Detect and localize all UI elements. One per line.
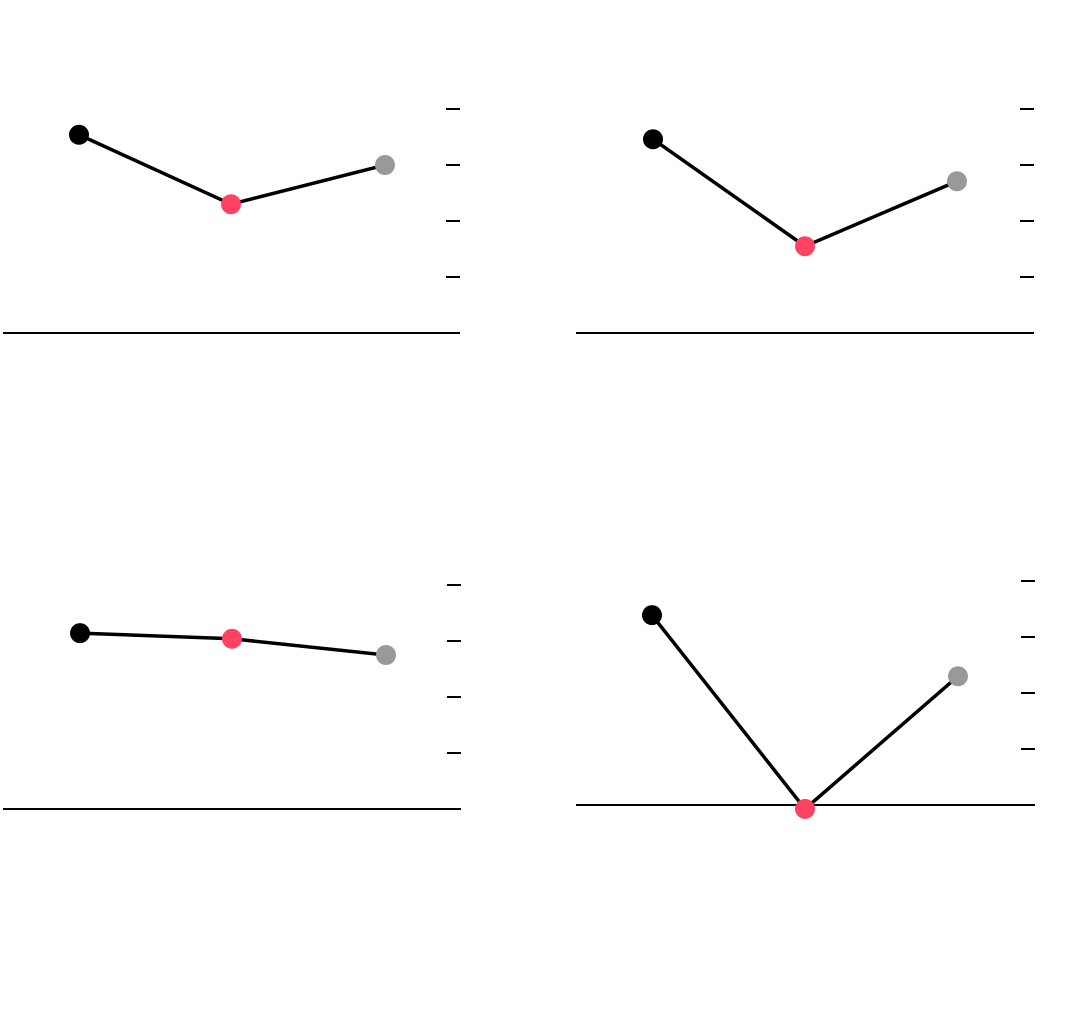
chart-panel-4 [576, 580, 1035, 819]
data-point-c [948, 666, 968, 687]
data-point-b [795, 236, 815, 257]
data-point-b [795, 798, 815, 819]
series-line [650, 614, 960, 812]
data-point-c [375, 155, 395, 175]
chart-panel-3 [3, 584, 461, 810]
data-point-a [642, 605, 662, 626]
series-line [651, 137, 958, 249]
series-line [78, 133, 386, 207]
data-point-a [643, 129, 663, 150]
data-point-c [947, 171, 967, 192]
chart-panel-1 [3, 108, 460, 334]
data-point-a [70, 623, 90, 644]
data-point-b [221, 194, 241, 215]
data-point-a [69, 124, 89, 145]
data-point-c [376, 645, 396, 665]
chart-panel-2 [576, 108, 1034, 334]
data-point-b [222, 628, 242, 649]
